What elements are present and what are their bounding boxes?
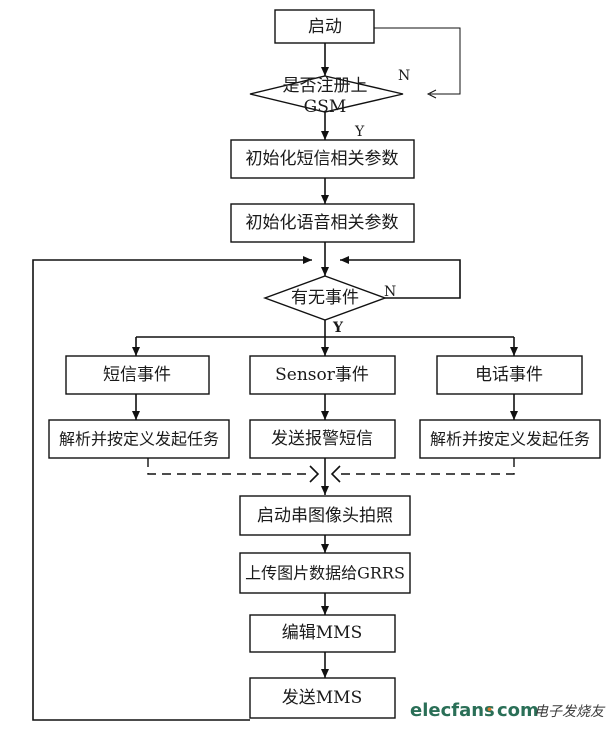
gsm-yes-label: Y	[354, 124, 365, 140]
send-alarm-node: 发送报警短信	[249, 419, 396, 459]
phone-event-node: 电话事件	[436, 355, 583, 395]
phone-event-label: 电话事件	[475, 365, 543, 385]
gsm-decision-label-2: GSM	[304, 97, 347, 117]
edit-mms-label: 编辑MMS	[282, 623, 362, 643]
watermark-com: com	[497, 700, 539, 721]
edit-mms-node: 编辑MMS	[249, 614, 396, 653]
init-sms-node: 初始化短信相关参数	[230, 139, 415, 179]
sms-event-node: 短信事件	[65, 355, 210, 395]
watermark-dot: ·	[486, 697, 493, 721]
upload-photo-node: 上传图片数据给GRRS	[239, 552, 411, 594]
init-voice-label: 初始化语音相关参数	[246, 213, 399, 233]
init-sms-label: 初始化短信相关参数	[246, 149, 399, 169]
parse-task-left-node: 解析并按定义发起任务	[48, 419, 230, 459]
gsm-decision-label-1: 是否注册上	[283, 76, 368, 96]
event-no-label: N	[384, 284, 396, 300]
send-mms-node: 发送MMS	[249, 677, 396, 719]
event-decision-node: 有无事件	[262, 275, 388, 321]
parse-task-right-node: 解析并按定义发起任务	[419, 419, 601, 459]
event-yes-label: Y	[332, 320, 344, 336]
watermark-latin: elecfans	[410, 700, 495, 721]
start-camera-node: 启动串图像头拍照	[239, 495, 411, 536]
start-camera-label: 启动串图像头拍照	[257, 506, 393, 526]
send-mms-label: 发送MMS	[282, 688, 362, 708]
parse-task-right-label: 解析并按定义发起任务	[430, 430, 590, 449]
event-decision-label: 有无事件	[291, 288, 359, 308]
sms-event-label: 短信事件	[103, 365, 171, 385]
sensor-event-label: Sensor事件	[275, 365, 369, 385]
gsm-decision-node: 是否注册上 GSM	[249, 75, 404, 117]
gsm-no-label: N	[398, 68, 410, 84]
init-voice-node: 初始化语音相关参数	[230, 203, 415, 243]
sensor-event-node: Sensor事件	[249, 355, 396, 395]
send-alarm-label: 发送报警短信	[271, 429, 373, 449]
connectors	[32, 27, 518, 721]
start-label: 启动	[308, 17, 342, 37]
watermark-chinese: 电子发烧友	[534, 704, 606, 720]
upload-photo-label: 上传图片数据给GRRS	[245, 564, 405, 583]
site-watermark: elecfans · com 电子发烧友	[410, 697, 606, 721]
start-node: 启动	[274, 9, 375, 44]
parse-task-left-label: 解析并按定义发起任务	[59, 430, 219, 449]
